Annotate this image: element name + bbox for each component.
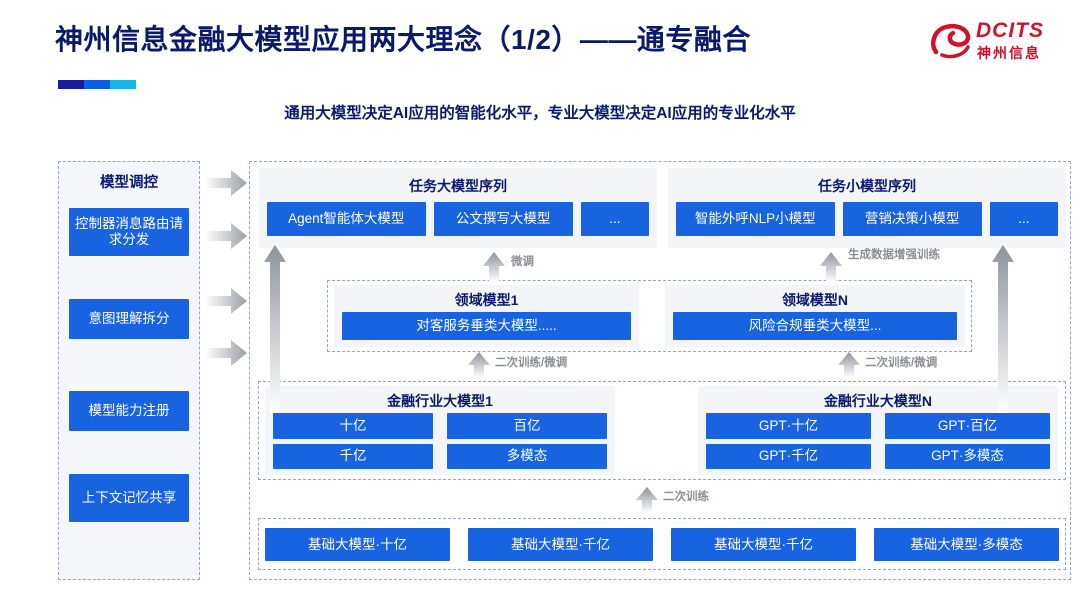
task-large-model-panel: 任务大模型序列 Agent智能体大模型 公文撰写大模型 ... — [259, 168, 657, 248]
right-arrow-icon-3 — [205, 288, 247, 314]
underline-segment-mid — [83, 80, 111, 89]
right-arrow-icon-2 — [205, 223, 247, 249]
industry-n-gpt-hundred-billion[interactable]: GPT·千亿 — [706, 443, 871, 469]
domain-model-1-title: 领域模型1 — [454, 292, 519, 308]
up-arrow-icon-fine-tune — [483, 252, 505, 282]
logo-wordmark: DCITS — [976, 19, 1044, 42]
domain-model-n-title: 领域模型N — [781, 292, 849, 308]
industry-n-gpt-multimodal[interactable]: GPT·多模态 — [885, 443, 1050, 469]
arrow-label-retrain-base: 二次训练 — [663, 491, 709, 503]
domain-model-1-card: 领域模型1 对客服务垂类大模型..... — [334, 285, 639, 347]
task-large-model-title: 任务大模型序列 — [409, 178, 507, 194]
task-item-outbound-nlp-model[interactable]: 智能外呼NLP小模型 — [676, 202, 835, 236]
industry-model-1-card: 金融行业大模型1 十亿 百亿 千亿 多模态 — [265, 386, 615, 475]
sidebar-item-controller-routing[interactable]: 控制器消息路由请求分发 — [69, 208, 189, 256]
up-arrow-icon-industry-to-task-small — [992, 245, 1014, 413]
underline-segment-light — [110, 80, 136, 89]
industry-1-size-ten-billion[interactable]: 百亿 — [447, 413, 607, 439]
domain-model-n-item[interactable]: 风险合规垂类大模型... — [673, 312, 957, 340]
arrow-label-retrain-right: 二次训练/微调 — [865, 357, 938, 369]
right-arrow-icon-1 — [205, 170, 247, 196]
base-model-multimodal[interactable]: 基础大模型·多模态 — [874, 528, 1059, 561]
up-arrow-icon-retrain-right — [838, 352, 860, 378]
industry-model-1-title: 金融行业大模型1 — [387, 393, 493, 409]
slide-subtitle: 通用大模型决定AI应用的智能化水平，专业大模型决定AI应用的专业化水平 — [284, 105, 796, 122]
task-large-model-row: Agent智能体大模型 公文撰写大模型 ... — [267, 202, 649, 236]
industry-model-n-card: 金融行业大模型N GPT·十亿 GPT·百亿 GPT·千亿 GPT·多模态 — [698, 386, 1058, 475]
industry-model-1-grid: 十亿 百亿 千亿 多模态 — [273, 413, 607, 469]
industry-model-n-title: 金融行业大模型N — [823, 393, 933, 409]
base-model-hundred-billion-2[interactable]: 基础大模型·千亿 — [671, 528, 856, 561]
up-arrow-icon-data-augmentation — [820, 252, 842, 282]
model-control-sidebar: 模型调控 控制器消息路由请求分发 意图理解拆分 模型能力注册 上下文记忆共享 — [58, 161, 200, 580]
arrow-label-data-augmentation: 生成数据增强训练 — [848, 249, 940, 261]
sidebar-item-intent-parsing[interactable]: 意图理解拆分 — [69, 299, 189, 339]
task-small-model-title: 任务小模型序列 — [818, 178, 916, 194]
right-arrow-icon-4 — [205, 340, 247, 366]
dcits-logo: DCITS 神州信息 — [930, 18, 1062, 70]
task-item-marketing-decision-model[interactable]: 营销决策小模型 — [842, 202, 982, 236]
task-item-more[interactable]: ... — [989, 202, 1058, 236]
task-item-document-writing-model[interactable]: 公文撰写大模型 — [433, 202, 573, 236]
domain-model-1-item[interactable]: 对客服务垂类大模型..... — [342, 312, 631, 340]
industry-n-gpt-billion[interactable]: GPT·十亿 — [706, 413, 871, 439]
industry-model-frame — [258, 381, 1066, 480]
logo-cn-name: 神州信息 — [977, 45, 1041, 61]
base-model-frame — [258, 518, 1066, 570]
industry-1-multimodal[interactable]: 多模态 — [447, 443, 607, 469]
underline-segment-dark — [58, 80, 84, 89]
dcits-swirl-icon — [931, 24, 971, 59]
up-arrow-icon-retrain-left — [468, 352, 490, 378]
up-arrow-icon-industry-to-task-large — [264, 245, 286, 413]
sidebar-item-capability-registry[interactable]: 模型能力注册 — [69, 391, 189, 431]
industry-n-gpt-ten-billion[interactable]: GPT·百亿 — [885, 413, 1050, 439]
sidebar-title: 模型调控 — [100, 175, 158, 191]
title-underline-accent — [58, 80, 136, 89]
arrow-label-retrain-left: 二次训练/微调 — [495, 357, 568, 369]
industry-model-n-grid: GPT·十亿 GPT·百亿 GPT·千亿 GPT·多模态 — [706, 413, 1050, 469]
up-arrow-icon-retrain-base — [636, 487, 658, 513]
task-small-model-row: 智能外呼NLP小模型 营销决策小模型 ... — [676, 202, 1058, 236]
page-title: 神州信息金融大模型应用两大理念（1/2）——通专融合 — [55, 24, 751, 55]
arrow-label-fine-tune: 微调 — [511, 256, 534, 268]
task-small-model-panel: 任务小模型序列 智能外呼NLP小模型 营销决策小模型 ... — [668, 168, 1066, 248]
architecture-frame — [249, 161, 1071, 580]
task-item-more[interactable]: ... — [580, 202, 649, 236]
base-model-row: 基础大模型·十亿 基础大模型·千亿 基础大模型·千亿 基础大模型·多模态 — [265, 528, 1059, 561]
domain-model-n-card: 领域模型N 风险合规垂类大模型... — [665, 285, 965, 347]
base-model-hundred-billion-1[interactable]: 基础大模型·千亿 — [468, 528, 653, 561]
industry-1-size-hundred-billion[interactable]: 千亿 — [273, 443, 433, 469]
domain-model-frame — [327, 280, 972, 352]
sidebar-item-context-memory[interactable]: 上下文记忆共享 — [69, 474, 189, 522]
task-item-agent-model[interactable]: Agent智能体大模型 — [267, 202, 426, 236]
base-model-billion[interactable]: 基础大模型·十亿 — [265, 528, 450, 561]
industry-1-size-billion[interactable]: 十亿 — [273, 413, 433, 439]
